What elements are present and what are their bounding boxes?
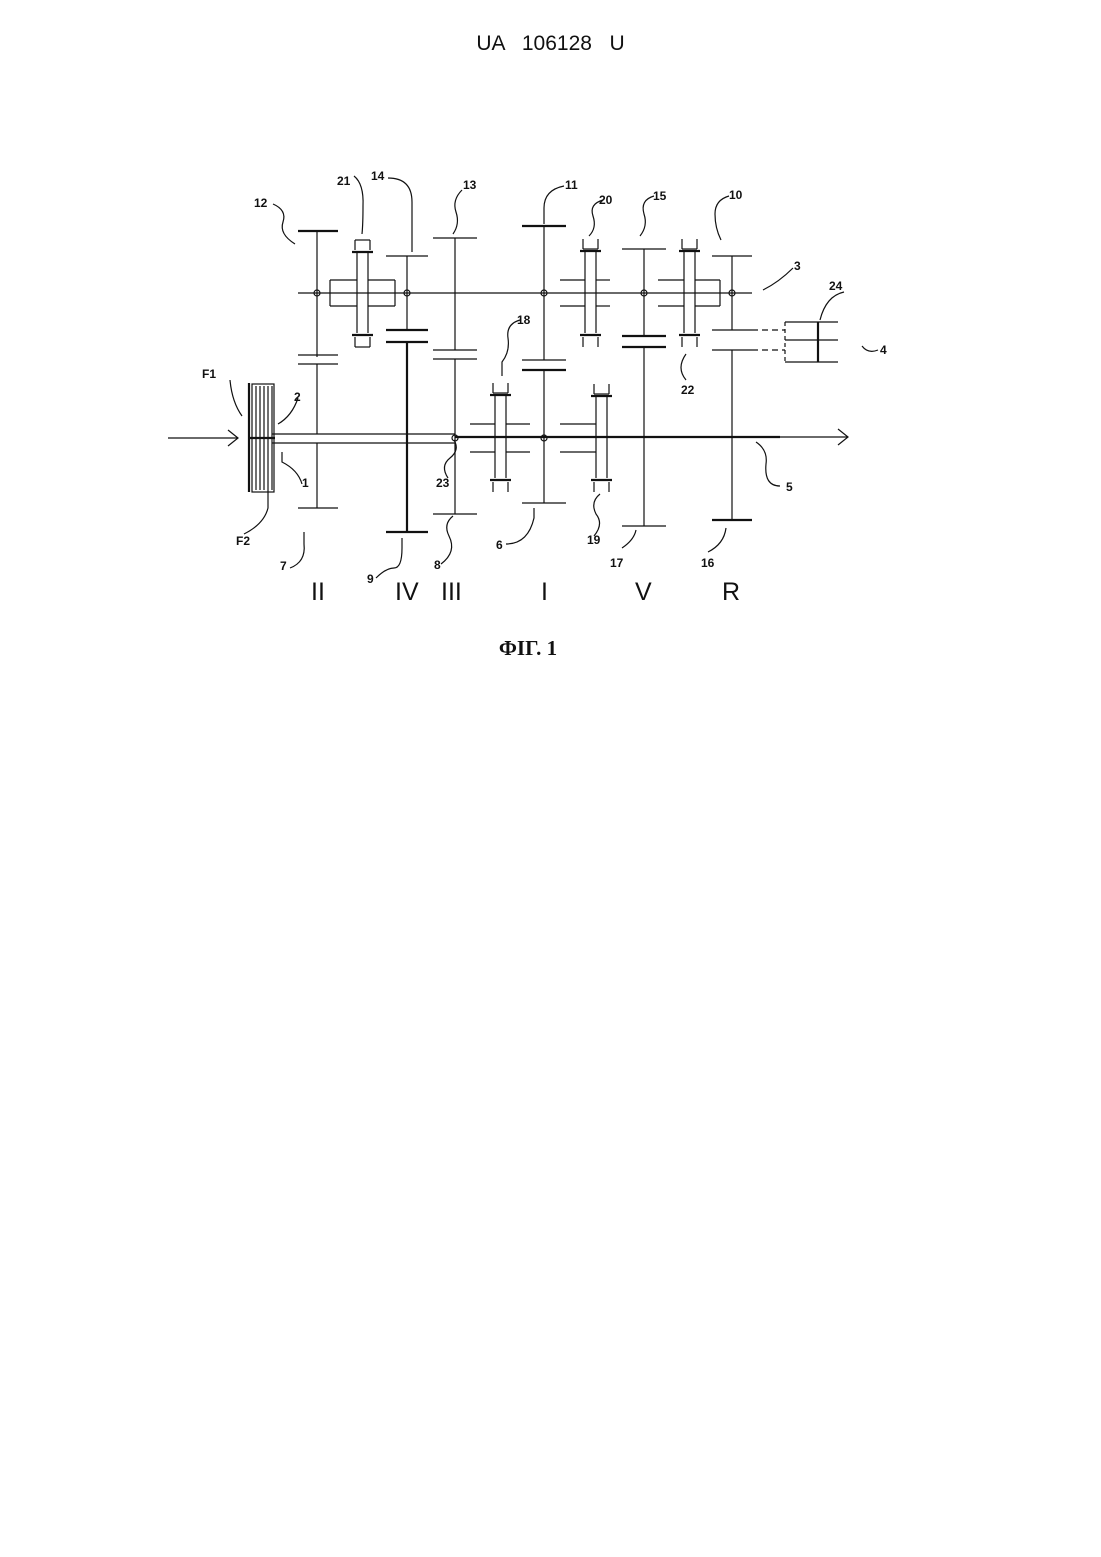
idler-gear-24 xyxy=(752,322,838,362)
leader-lines xyxy=(230,176,878,578)
gear-label-iii: III xyxy=(441,578,462,606)
label-1: 1 xyxy=(302,476,309,490)
figure-caption: ФІГ. 1 xyxy=(0,636,1056,661)
gear-label-r: R xyxy=(722,578,740,606)
label-15: 15 xyxy=(653,189,667,203)
gear-pair-v xyxy=(622,249,666,526)
label-23: 23 xyxy=(436,476,450,490)
label-9: 9 xyxy=(367,572,374,586)
input-arrow xyxy=(168,430,238,446)
gear-pair-i xyxy=(522,226,566,503)
label-8: 8 xyxy=(434,558,441,572)
label-13: 13 xyxy=(463,178,477,192)
label-16: 16 xyxy=(701,556,715,570)
input-shaft xyxy=(272,434,780,443)
label-21: 21 xyxy=(337,174,351,188)
dual-clutch xyxy=(249,383,275,492)
gearbox-kinematic-diagram: 12 21 14 13 11 20 15 10 3 24 4 18 22 F1 … xyxy=(0,0,1101,700)
label-20: 20 xyxy=(599,193,613,207)
gear-pair-r xyxy=(712,256,752,520)
gear-pair-iv xyxy=(386,256,428,532)
label-6: 6 xyxy=(496,538,503,552)
label-18: 18 xyxy=(517,313,531,327)
output-arrow xyxy=(780,429,848,445)
label-11: 11 xyxy=(565,178,578,192)
label-14: 14 xyxy=(371,169,385,183)
gear-label-i: I xyxy=(541,578,548,606)
label-f1: F1 xyxy=(202,367,216,381)
gear-pair-ii xyxy=(298,230,338,508)
gear-pair-iii xyxy=(433,238,477,514)
label-17: 17 xyxy=(610,556,624,570)
label-10: 10 xyxy=(729,188,743,202)
label-24: 24 xyxy=(829,279,843,293)
label-4: 4 xyxy=(880,343,887,357)
label-5: 5 xyxy=(786,480,793,494)
label-7: 7 xyxy=(280,559,287,573)
label-f2: F2 xyxy=(236,534,250,548)
gear-label-ii: II xyxy=(311,578,325,606)
label-12: 12 xyxy=(254,196,268,210)
gear-label-iv: IV xyxy=(395,578,419,606)
label-22: 22 xyxy=(681,383,695,397)
label-3: 3 xyxy=(794,259,801,273)
gear-label-v: V xyxy=(635,578,652,606)
label-2: 2 xyxy=(294,390,301,404)
label-19: 19 xyxy=(587,533,601,547)
